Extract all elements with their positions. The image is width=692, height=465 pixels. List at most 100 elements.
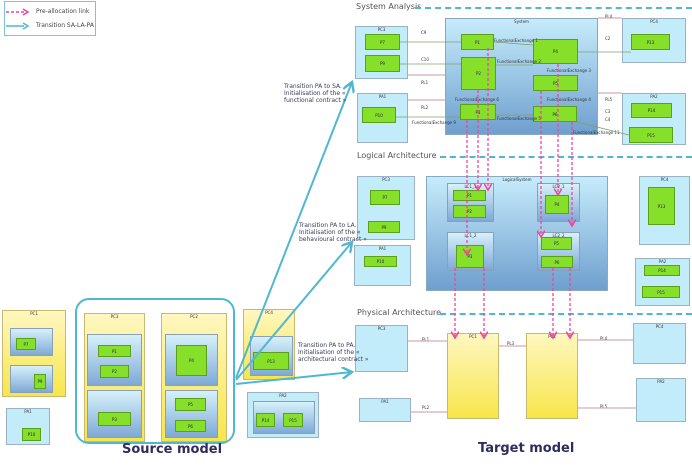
link-label: PL1: [422, 337, 430, 342]
section-divider: [440, 156, 692, 158]
exchange-label: FunctionalExchange 5: [497, 116, 541, 121]
link-label: PL4: [600, 336, 608, 341]
pa-actor-pa2[interactable]: PA2: [636, 378, 686, 422]
pa-actor-pc3[interactable]: PC3: [355, 325, 408, 372]
src-function-p4[interactable]: P4: [176, 345, 207, 376]
label: LC1_2: [464, 233, 477, 238]
section-system-analysis: System Analysis: [356, 2, 422, 11]
label: PA2: [650, 94, 658, 99]
label: PC2: [190, 314, 198, 319]
la-function-p2[interactable]: P2: [453, 205, 486, 218]
sa-function-p10[interactable]: P10: [362, 107, 396, 123]
label: PC3: [382, 177, 390, 182]
exchange-label: FunctionalExchange 11: [573, 130, 620, 135]
la-function-p1[interactable]: P1: [453, 190, 486, 201]
src-function-p7[interactable]: P7: [16, 338, 36, 350]
label: LogicalSystem: [502, 177, 532, 182]
src-function-p13[interactable]: P13: [253, 352, 289, 370]
la-function-p7[interactable]: P7: [370, 190, 400, 205]
transition-arrow-la: [235, 242, 352, 381]
legend: Pre-allocation link Transition SA-LA-PA: [4, 1, 96, 36]
link-label: PL4: [605, 14, 613, 19]
la-function-p10[interactable]: P10: [364, 256, 397, 267]
sa-function-p13[interactable]: P13: [631, 34, 670, 50]
src-function-p15[interactable]: P15: [283, 413, 303, 427]
source-model-caption: Source model: [122, 442, 223, 457]
sa-function-p9[interactable]: P9: [365, 55, 400, 72]
pa-actor-pa1[interactable]: PA1: [359, 398, 411, 422]
sa-function-p15[interactable]: P15: [629, 127, 673, 143]
exchange-label: FunctionalExchange 2: [497, 59, 541, 64]
src-function-p6[interactable]: P6: [175, 420, 206, 432]
section-physical-architecture: Physical Architecture: [357, 308, 442, 317]
label: PC3: [377, 27, 386, 32]
link-label: C4: [605, 117, 611, 122]
src-component: [87, 390, 142, 438]
pa-actor-pc4[interactable]: PC4: [633, 323, 686, 364]
transition-la-note: Transition PA to LA. Initialisation of t…: [299, 222, 367, 243]
section-divider: [415, 7, 692, 9]
link-label: PL5: [605, 97, 613, 102]
sa-function-p4[interactable]: P4: [533, 39, 578, 64]
link-label: C9: [421, 30, 427, 35]
section-divider: [440, 313, 692, 315]
label: LC2_2: [552, 233, 565, 238]
label: PA1: [378, 246, 387, 251]
source-model-highlight: [75, 298, 235, 444]
label: PA1: [381, 399, 389, 404]
src-function-p9[interactable]: P9: [34, 374, 46, 389]
src-function-p1[interactable]: P1: [98, 345, 131, 357]
label: PA2: [658, 259, 667, 264]
label: PC1: [30, 311, 38, 316]
sa-function-p2[interactable]: P2: [461, 57, 496, 90]
sa-function-p5[interactable]: P5: [533, 75, 578, 91]
label: PC1: [469, 334, 477, 339]
transition-arrow-sa: [235, 82, 352, 379]
transition-sa-note: Transition PA to SA. Initialisation of t…: [284, 83, 347, 104]
label: PA2: [279, 393, 287, 398]
src-function-p14[interactable]: P14: [256, 413, 275, 427]
src-function-p10[interactable]: P10: [22, 428, 41, 441]
label: PA1: [378, 94, 387, 99]
la-function-p14[interactable]: P14: [644, 265, 680, 276]
la-function-p3[interactable]: P3: [456, 245, 484, 268]
la-function-p13[interactable]: P13: [648, 187, 675, 225]
legend-icons: [6, 8, 30, 30]
legend-preallocation: Pre-allocation link: [36, 8, 90, 15]
link-label: PL2: [422, 405, 430, 410]
label: PC3: [110, 314, 119, 319]
exchange-label: FunctionalExchange 9: [412, 120, 456, 125]
la-function-p5[interactable]: P5: [541, 237, 572, 250]
link-label: PL3: [507, 341, 515, 346]
sa-function-p14[interactable]: P14: [631, 103, 672, 118]
sa-function-p6[interactable]: P6: [533, 106, 577, 122]
sa-function-p1[interactable]: P1: [461, 34, 494, 50]
la-function-p9[interactable]: P9: [368, 221, 400, 233]
pa-node-pc1[interactable]: PC1: [447, 333, 499, 419]
label: PA1: [24, 409, 32, 414]
pa-node-pc2[interactable]: PC2: [526, 333, 578, 419]
exchange-label: FunctionalExchange 3: [547, 68, 591, 73]
link-label: C2: [605, 36, 611, 41]
link-label: C10: [421, 57, 429, 62]
label: PC4: [265, 310, 273, 315]
label: PC4: [655, 324, 664, 329]
sa-function-p7[interactable]: P7: [365, 34, 400, 50]
src-function-p5[interactable]: P5: [175, 398, 206, 411]
exchange-label: FunctionalExchange 4: [547, 97, 591, 102]
exchange-label: FunctionalExchange 6: [455, 97, 499, 102]
transition-arrow-pa: [235, 372, 352, 385]
la-function-p6[interactable]: P6: [541, 256, 573, 268]
src-function-p2[interactable]: P2: [100, 365, 129, 378]
label: System: [514, 19, 529, 24]
la-function-p15[interactable]: P15: [642, 286, 680, 298]
link-label: PL1: [421, 80, 429, 85]
section-logical-architecture: Logical Architecture: [357, 151, 437, 160]
label: PC4: [660, 177, 669, 182]
src-function-p3[interactable]: P3: [98, 412, 131, 426]
legend-transition: Transition SA-LA-PA: [36, 22, 94, 29]
src-actor-pa1[interactable]: PA1: [6, 408, 50, 445]
transition-pa-note: Transition PA to PA. Initialisation of t…: [298, 342, 369, 363]
label: LC1_1: [464, 184, 477, 189]
